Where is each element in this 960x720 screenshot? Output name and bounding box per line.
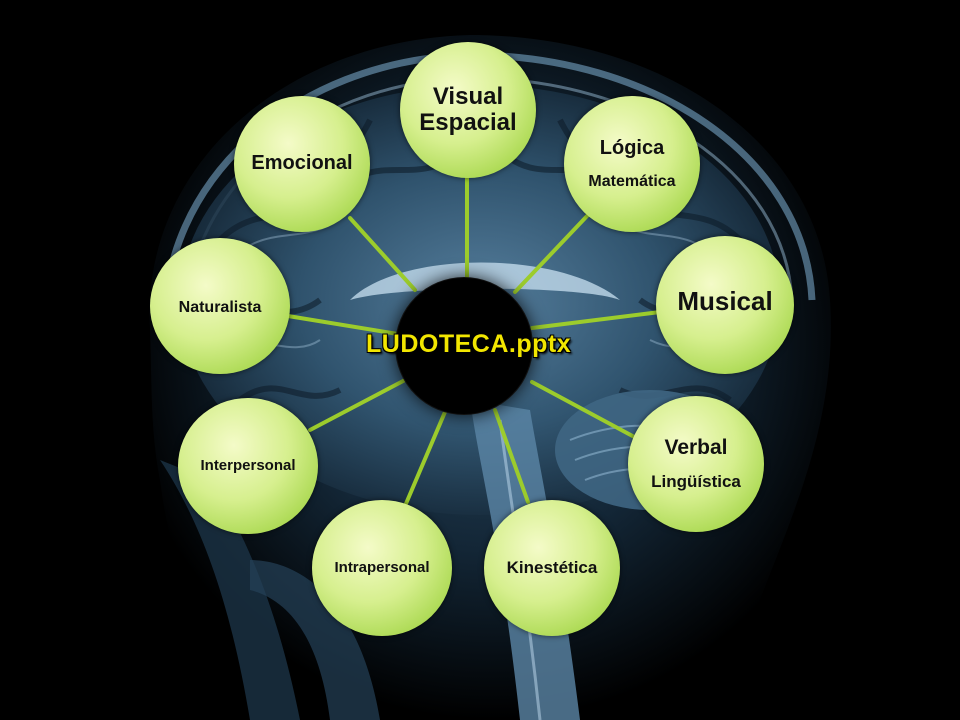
connector-logica — [513, 213, 590, 294]
node-logica-line1: Lógica — [599, 137, 665, 160]
center-hub — [396, 278, 532, 414]
connector-kinestetica — [493, 408, 530, 504]
connector-emocional — [348, 216, 417, 292]
node-intrapersonal: Intrapersonal — [312, 500, 452, 636]
node-naturalista-line1: Naturalista — [178, 299, 262, 317]
node-naturalista: Naturalista — [150, 238, 290, 374]
connector-verbal — [530, 380, 642, 442]
node-kinestetica: Kinestética — [484, 500, 620, 636]
node-verbal-line1: Verbal — [664, 436, 728, 460]
node-visual-espacial: Visual Espacial — [400, 42, 536, 178]
connector-interpersonal — [308, 378, 407, 432]
node-emocional: Emocional — [234, 96, 370, 232]
node-musical-line1: Musical — [677, 285, 773, 316]
node-visual-line2: Espacial — [419, 109, 517, 136]
node-visual-line1: Visual — [432, 82, 504, 110]
connector-intrapersonal — [403, 410, 447, 508]
node-musical: Musical — [656, 236, 794, 374]
node-kinestetica-line1: Kinestética — [506, 557, 598, 577]
node-logica-matematica: Lógica Matemática — [564, 96, 700, 232]
center-label: LUDOTECA.pptx — [366, 330, 572, 358]
node-verbal-linguistica: Verbal Lingüística — [628, 396, 764, 532]
node-logica-line2: Matemática — [588, 173, 676, 191]
node-intrapersonal-line1: Intrapersonal — [334, 558, 430, 576]
node-verbal-line2: Lingüística — [651, 472, 741, 492]
connector-naturalista — [286, 314, 400, 336]
node-emocional-line1: Emocional — [251, 152, 353, 174]
connector-musical — [530, 310, 662, 330]
node-interpersonal-line1: Interpersonal — [200, 456, 296, 474]
node-interpersonal: Interpersonal — [178, 398, 318, 534]
